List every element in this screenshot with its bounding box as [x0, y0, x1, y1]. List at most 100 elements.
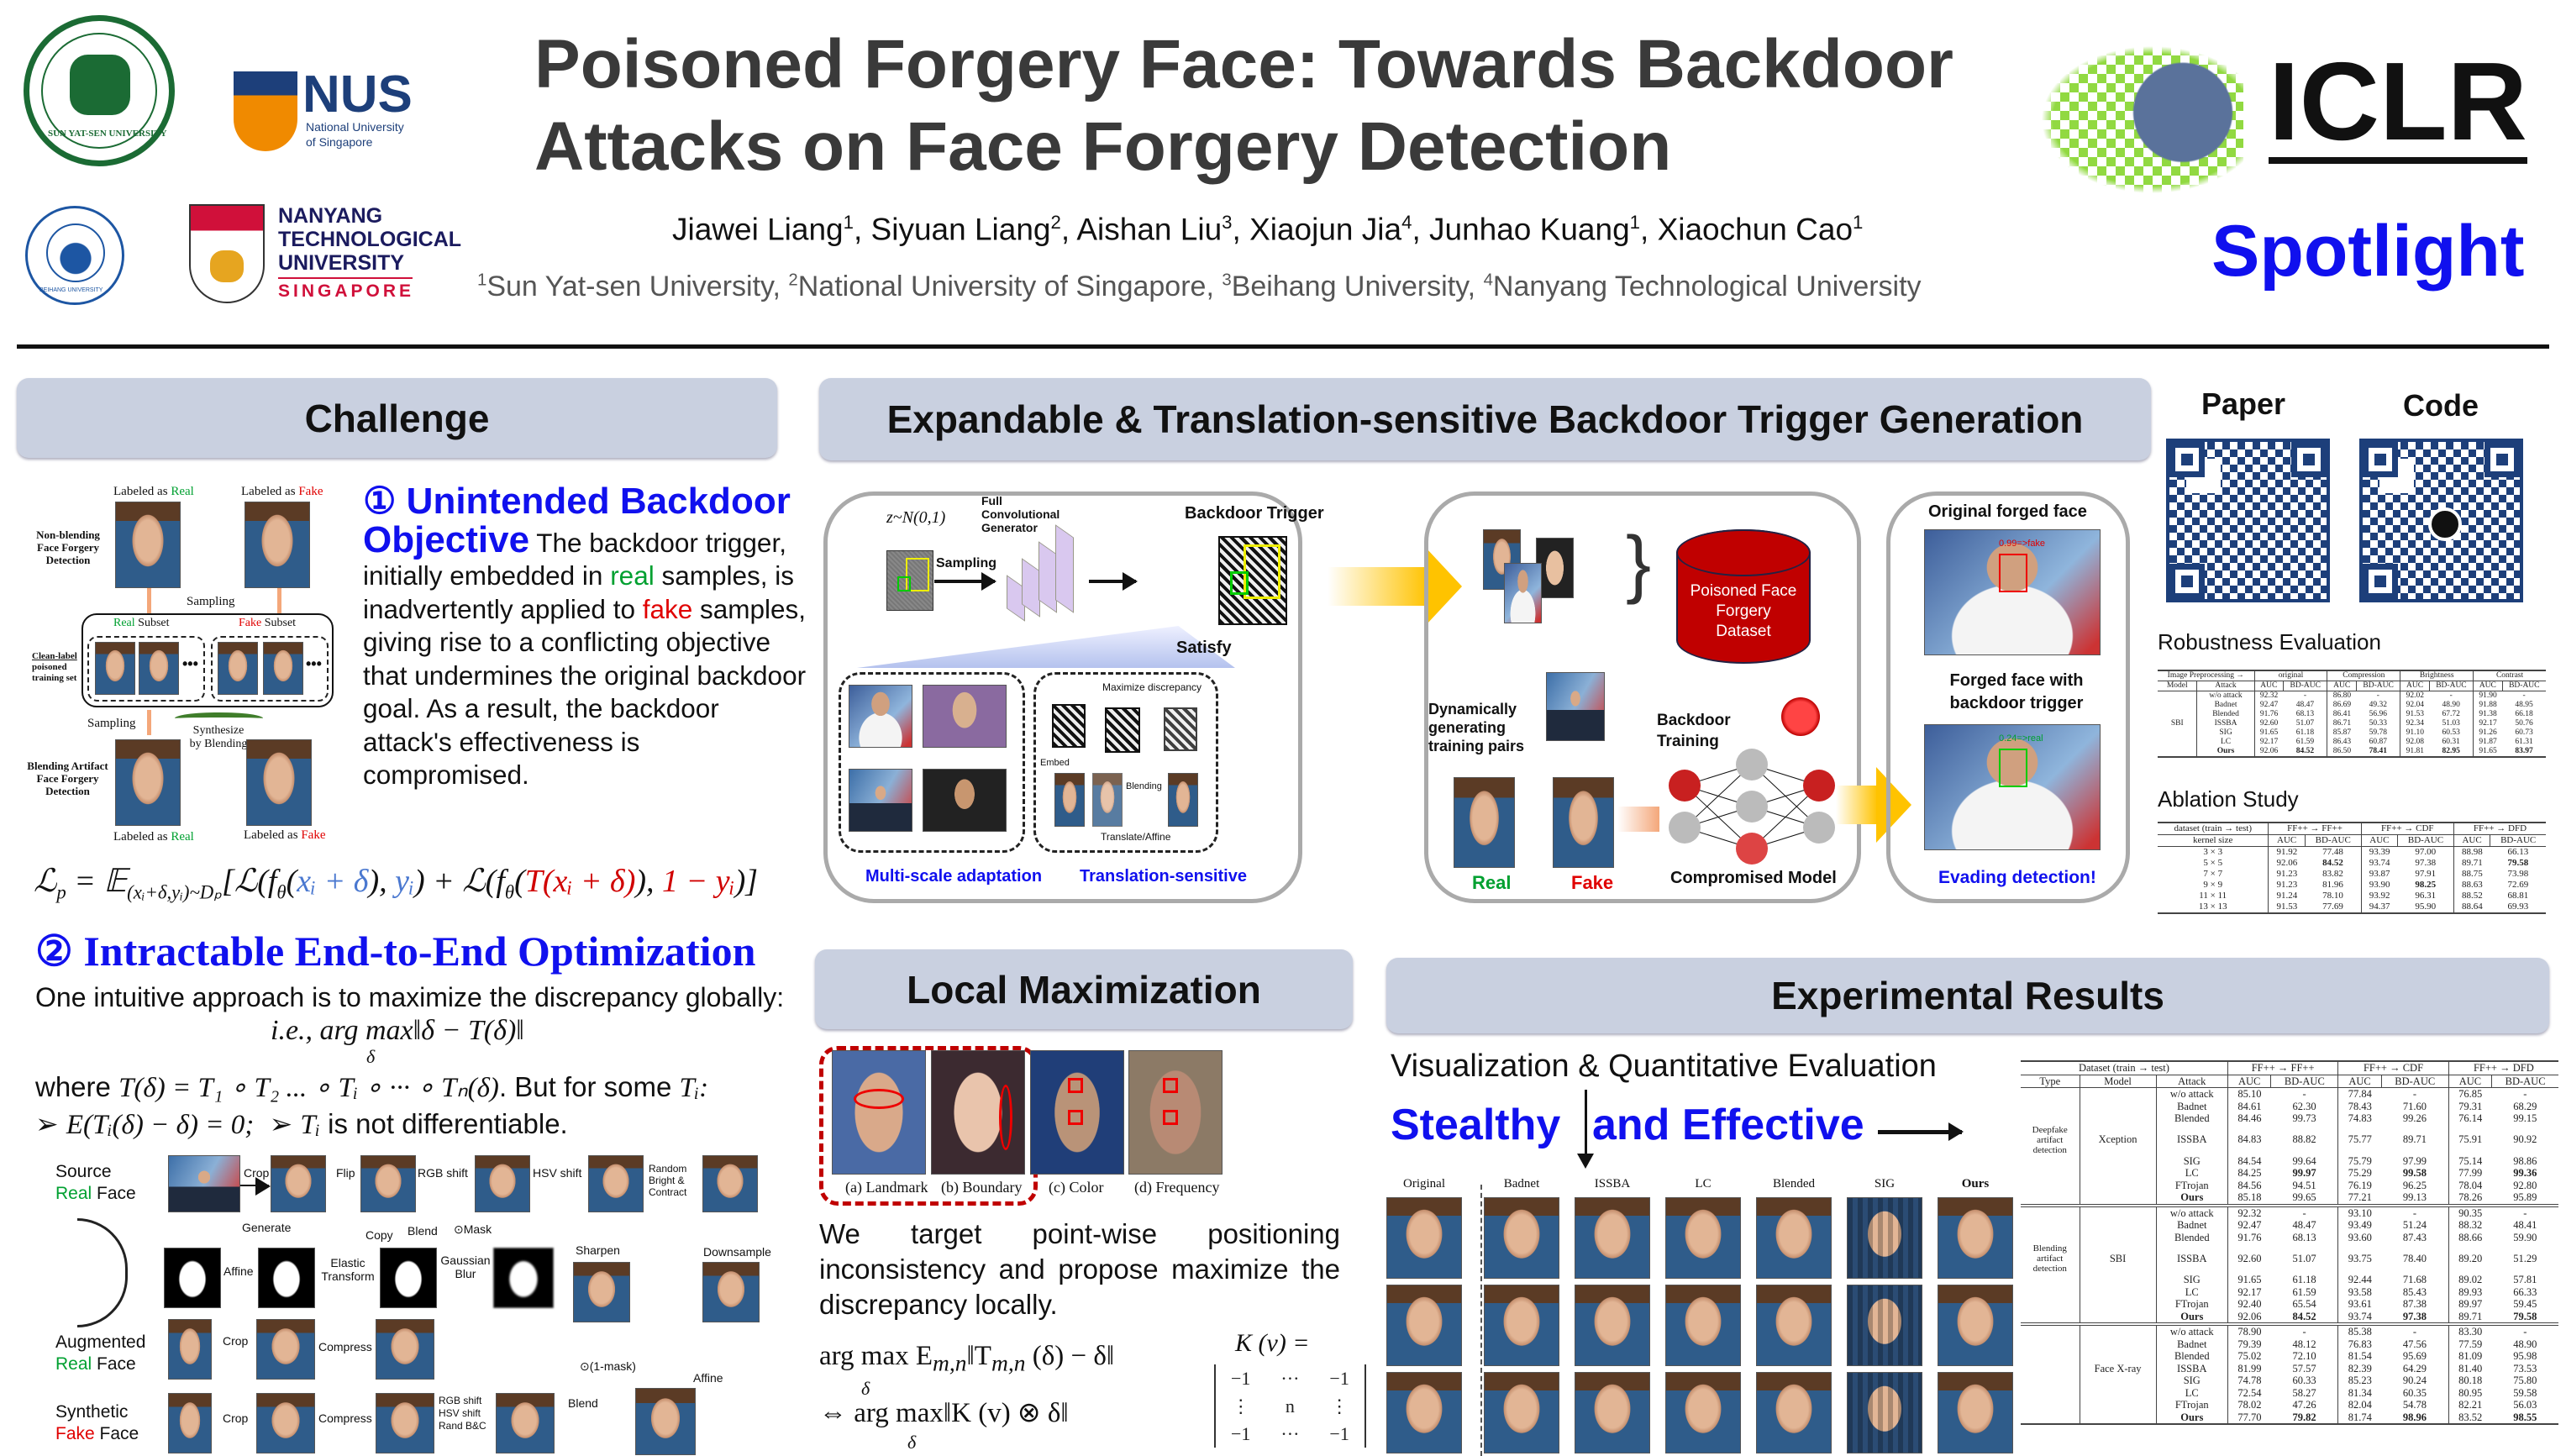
value-cell: 90.24	[2381, 1375, 2449, 1387]
value-cell: 82.39	[2348, 1362, 2372, 1375]
row-label-cell: w/o attack	[2156, 1087, 2228, 1101]
value-cell: 92.34	[2406, 719, 2424, 728]
value-cell: 91.26	[2479, 728, 2497, 737]
row-label-cell	[2158, 728, 2198, 738]
value-cell: 88.52	[2461, 891, 2483, 901]
value-cell: 82.21	[2458, 1399, 2483, 1411]
row-label-cell	[2021, 1179, 2080, 1191]
value-cell: 93.39	[2369, 847, 2390, 857]
value-cell: 88.32	[2458, 1219, 2483, 1231]
value-cell: 84.25	[2237, 1167, 2262, 1179]
value-cell: 78.26	[2458, 1191, 2483, 1203]
value-cell: 57.57	[2270, 1362, 2339, 1375]
flow-arrow	[1328, 549, 1462, 624]
value-cell: 72.10	[2270, 1350, 2339, 1363]
value-cell: 61.31	[2515, 738, 2533, 746]
matrix-cell: −1	[1329, 1368, 1349, 1389]
author-name: Junhao Kuang	[1429, 212, 1630, 247]
local-maximization-header: Local Maximization	[815, 949, 1353, 1029]
point2-heading: ② Intractable End-to-End Optimization	[35, 928, 756, 975]
value-cell: -	[2381, 1087, 2449, 1101]
author-name: Aishan Liu	[1076, 212, 1223, 247]
author-name: Jiawei Liang	[672, 212, 844, 247]
value-cell: 75.80	[2513, 1375, 2537, 1386]
value-cell: 91.65	[2479, 747, 2497, 755]
value-cell: -	[2523, 1206, 2527, 1219]
value-cell: 77.21	[2348, 1191, 2372, 1203]
value-cell: 89.71	[2458, 1310, 2483, 1322]
value-cell: 51.03	[2429, 719, 2474, 728]
row-label-cell	[2080, 1231, 2157, 1243]
value-cell: 88.75	[2461, 869, 2483, 879]
fake-face-image	[245, 502, 310, 588]
row-label-cell: ISSBA	[2156, 1243, 2228, 1274]
value-cell: 93.87	[2369, 869, 2390, 879]
value-cell: 83.82	[2305, 869, 2362, 880]
text-segment: ),	[368, 864, 396, 899]
value-cell: 81.40	[2458, 1362, 2483, 1375]
grid-column-label: Ours	[1961, 1177, 1990, 1191]
row-label-cell	[2158, 701, 2198, 710]
row-label-cell	[2021, 1399, 2080, 1411]
face-thumbnail	[1484, 1372, 1559, 1453]
value-cell: 88.98	[2461, 847, 2483, 857]
row-label-cell	[2021, 1411, 2080, 1424]
row-label-cell: Blended	[2156, 1350, 2228, 1363]
value-cell: 48.95	[2515, 701, 2533, 709]
value-cell: 89.71	[2461, 858, 2483, 868]
author-name: Siyuan Liang	[870, 212, 1051, 247]
value-cell: 73.53	[2513, 1362, 2537, 1375]
matrix-row: ⋮n⋮	[1215, 1392, 1365, 1420]
author-name: Xiaochun Cao	[1657, 212, 1854, 247]
value-cell: 68.13	[2270, 1231, 2339, 1243]
row-label-cell	[2080, 1179, 2157, 1191]
affiliation-name: Beihang University	[1231, 271, 1468, 302]
value-cell: 48.90	[2513, 1338, 2537, 1350]
author-affiliation-mark: 2	[1050, 212, 1061, 233]
table-header-cell: AUC	[2400, 681, 2430, 691]
face-thumbnail	[1665, 1285, 1741, 1366]
row-label-cell: SIG	[2156, 1154, 2228, 1167]
paper-qr-code[interactable]	[2166, 439, 2330, 602]
row-label-cell: 3 × 3	[2158, 846, 2269, 858]
value-cell: 95.98	[2513, 1350, 2537, 1362]
text-segment: The backdoor trigger, initially embedded…	[363, 527, 786, 591]
value-cell: 91.38	[2479, 710, 2497, 718]
row-label-cell	[2080, 1386, 2157, 1399]
author-affiliation-mark: 1	[1629, 212, 1641, 233]
face-thumbnail	[1575, 1197, 1650, 1279]
row-label-cell	[2021, 1231, 2080, 1243]
row-label-cell: Deepfake artifact detection	[2021, 1124, 2080, 1155]
table-header-cell: FF++ → CDF	[2337, 1060, 2449, 1075]
bullet-arrow-icon: ➢	[35, 1108, 66, 1139]
value-cell: 75.79	[2348, 1154, 2372, 1167]
value-cell: 68.81	[2507, 891, 2529, 901]
sysu-logo: SUN YAT-SEN UNIVERSITY	[24, 15, 175, 166]
row-label-cell	[2021, 1219, 2080, 1232]
value-cell: 98.96	[2381, 1411, 2449, 1424]
code-qr-code[interactable]	[2359, 439, 2523, 602]
face-thumbnail	[1756, 1372, 1832, 1453]
text-segment: samples, is inadvertently applied to	[363, 560, 795, 624]
value-cell: 77.69	[2305, 901, 2362, 913]
table-header-cell: AUC	[2268, 834, 2306, 847]
row-label-cell: Xception	[2080, 1124, 2157, 1155]
text-segment: )]	[734, 864, 759, 899]
row-label-cell: FTrojan	[2156, 1399, 2228, 1411]
value-cell: 66.13	[2507, 847, 2529, 857]
value-cell: 86.80	[2332, 691, 2352, 700]
table-header-cell: FF++ → DFD	[2448, 1060, 2558, 1075]
value-cell: 91.23	[2276, 880, 2298, 890]
face-thumbnail	[1665, 1372, 1741, 1453]
value-cell: 64.29	[2381, 1362, 2449, 1375]
value-cell: 84.61	[2237, 1100, 2262, 1112]
row-label-cell	[2080, 1100, 2157, 1112]
